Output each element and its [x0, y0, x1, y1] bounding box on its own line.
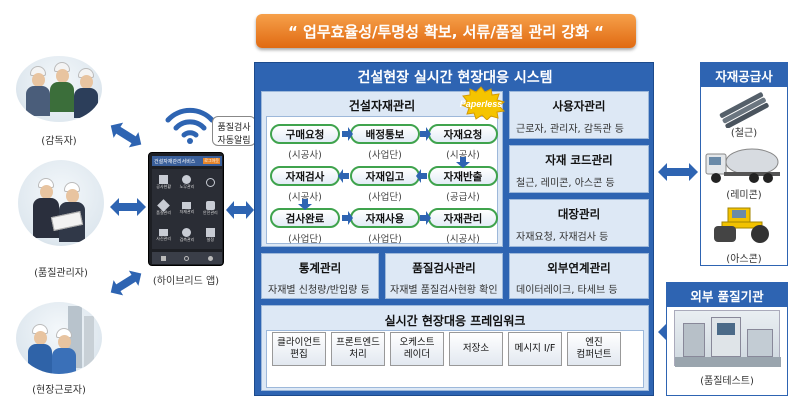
notification-bubble: 품질검사 자동알림	[212, 116, 256, 146]
hybrid-app-label: (하이브리드 앱)	[152, 276, 220, 287]
flow-sub: (시공사)	[288, 192, 322, 203]
ledger-panel: 대장관리 자재요청, 자재검사 등	[509, 199, 649, 247]
framework-item-orchestrator: 오케스트 레이더	[390, 332, 444, 366]
ready-mix-label: (레미콘)	[726, 190, 762, 201]
app-tile[interactable]: 안전관리	[199, 196, 222, 223]
materials-title: 건설자재관리	[348, 99, 416, 113]
flow-node-material-dispatch: 자재반출	[428, 166, 498, 186]
app-tile[interactable]: 사진관리	[152, 222, 175, 249]
quality-title: 품질검사관리	[412, 261, 476, 275]
flow-sub: (사업단)	[368, 192, 402, 203]
app-tile-grid: 공사현황 노무관리 품질관리 자재관리 안전관리 사진관리 검측관리 설정	[152, 169, 222, 249]
headline-text: “ 업무효율성/투명성 확보, 서류/품질 관리 강화 “	[287, 22, 605, 41]
flow-node-material-use: 자재사용	[350, 208, 420, 228]
flow-node-purchase-request: 구매요청	[270, 124, 340, 144]
asphalt-label: (아스콘)	[726, 254, 762, 265]
home-icon[interactable]	[161, 255, 167, 261]
flow-node-material-request: 자재요청	[428, 124, 498, 144]
arrow-supervisor-app	[110, 122, 142, 148]
flow-sub: (시공사)	[446, 234, 480, 245]
bubble-line2: 자동알림	[217, 136, 251, 146]
quality-manager-photo	[18, 160, 104, 246]
user-mgmt-title: 사용자관리	[552, 99, 606, 113]
quality-panel: 품질검사관리 자재별 품질검사현황 확인	[385, 253, 503, 299]
flow-arrows	[298, 127, 470, 225]
framework-item-message-if: 메시지 I/F	[508, 332, 562, 366]
supervisor-photo	[16, 56, 102, 122]
stats-text: 자재별 신청량/반입량 등	[268, 285, 370, 296]
app-tile[interactable]: 자재관리	[175, 196, 198, 223]
lab-test-photo	[674, 310, 781, 367]
asphalt-roller-icon	[714, 207, 769, 243]
flow-sub: (시공사)	[288, 150, 322, 161]
framework-item-engine: 엔진 컴퍼넌트	[567, 332, 621, 366]
ledger-title: 대장관리	[557, 207, 601, 221]
arrow-system-supplier	[658, 163, 698, 181]
arrow-quality-manager-app	[110, 198, 146, 216]
framework-title: 실시간 현장대응 프레임워크	[384, 314, 526, 328]
framework-item-frontend: 프론트엔드 처리	[331, 332, 385, 366]
flow-sub: (사업단)	[368, 234, 402, 245]
quality-test-label: (품질테스트)	[700, 376, 754, 387]
hybrid-app-phone: 건설자재관리서비스 로그아웃 공사현황 노무관리 품질관리 자재관리 안전관리 …	[148, 152, 224, 266]
stats-panel: 통계관리 자재별 신청량/반입량 등	[261, 253, 379, 299]
flow-sub: (시공사)	[446, 150, 480, 161]
flow-node-material-inspection: 자재검사	[270, 166, 340, 186]
framework-item-storage: 저장소	[449, 332, 503, 366]
app-tile[interactable]: 공사현황	[152, 169, 175, 196]
search-icon[interactable]	[184, 255, 190, 261]
field-worker-label: (현장근로자)	[32, 385, 86, 396]
flow-sub: (사업단)	[368, 150, 402, 161]
app-tile[interactable]	[199, 169, 222, 196]
app-tile[interactable]: 설정	[199, 222, 222, 249]
app-tile[interactable]: 품질관리	[152, 196, 175, 223]
code-mgmt-panel: 자재 코드관리 철근, 레미콘, 아스콘 등	[509, 145, 649, 193]
user-mgmt-text: 근로자, 관리자, 감독관 등	[516, 124, 624, 135]
code-mgmt-title: 자재 코드관리	[545, 153, 613, 167]
app-header: 건설자재관리서비스 로그아웃	[152, 156, 222, 166]
rebar-label: (철근)	[730, 128, 758, 139]
user-mgmt-panel: 사용자관리 근로자, 관리자, 감독관 등	[509, 91, 649, 139]
paperless-badge: Paperless	[460, 86, 506, 120]
ledger-text: 자재요청, 자재검사 등	[516, 232, 609, 243]
external-title: 외부연계관리	[547, 261, 611, 275]
wifi-icon	[165, 107, 215, 144]
quality-text: 자재별 품질검사현황 확인	[390, 285, 498, 296]
system-title: 건설현장 실시간 현장대응 시스템	[357, 70, 553, 86]
external-text: 데이터레이크, 타세브 등	[516, 285, 618, 296]
bubble-line1: 품질검사	[217, 123, 251, 133]
user-icon[interactable]	[207, 255, 213, 261]
paperless-text: Paperless	[460, 99, 503, 109]
flow-sub: (공급사)	[446, 192, 480, 203]
flow-sub: (사업단)	[288, 234, 322, 245]
app-header-title: 건설자재관리서비스	[154, 158, 196, 165]
app-bottom-bar	[152, 252, 222, 264]
supervisor-label: (감독자)	[41, 136, 77, 147]
external-agency-title: 외부 품질기관	[667, 283, 787, 307]
flow-node-material-management: 자재관리	[428, 208, 498, 228]
rebar-icon	[719, 92, 769, 128]
code-mgmt-text: 철근, 레미콘, 아스콘 등	[516, 178, 615, 189]
framework-item-client: 클라이언트 편집	[272, 332, 326, 366]
quality-manager-label: (품질관리자)	[34, 268, 88, 279]
headline-banner: “ 업무효율성/투명성 확보, 서류/품질 관리 강화 “	[256, 14, 636, 48]
external-panel: 외부연계관리 데이터레이크, 타세브 등	[509, 253, 649, 299]
supplier-title: 자재공급사	[701, 63, 787, 87]
arrow-field-worker-app	[110, 270, 142, 296]
logout-button[interactable]: 로그아웃	[203, 158, 220, 164]
mixer-truck-icon	[705, 148, 780, 183]
stats-title: 통계관리	[298, 261, 342, 275]
app-tile[interactable]: 검측관리	[175, 222, 198, 249]
arrow-app-system	[226, 201, 254, 219]
flow-node-material-receipt: 자재입고	[350, 166, 420, 186]
app-tile[interactable]: 노무관리	[175, 169, 198, 196]
field-worker-photo	[16, 302, 102, 374]
